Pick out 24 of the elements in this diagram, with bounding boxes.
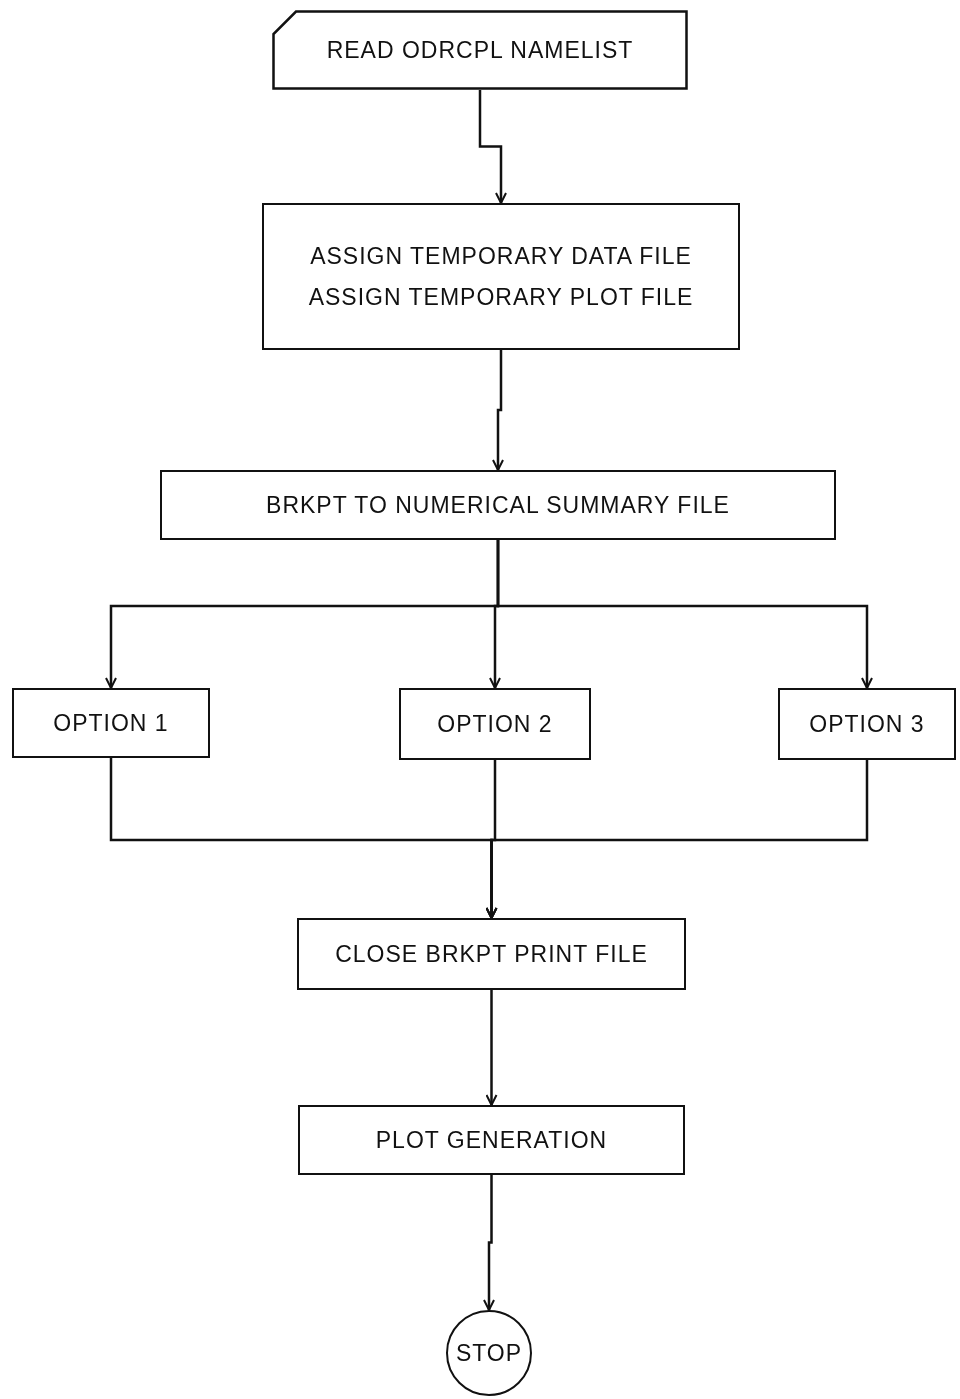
arrow <box>478 90 507 204</box>
node-label: OPTION 2 <box>437 709 553 739</box>
node-label: OPTION 3 <box>809 709 925 739</box>
arrow <box>485 990 498 1106</box>
input-card-shape <box>272 10 688 90</box>
node-label: ASSIGN TEMPORARY DATA FILE <box>310 241 692 271</box>
process-box <box>778 688 956 760</box>
node-label: ASSIGN TEMPORARY PLOT FILE <box>308 282 694 312</box>
node-label: CLOSE BRKPT PRINT FILE <box>335 939 648 969</box>
process-box <box>399 688 591 760</box>
process-box <box>12 688 210 758</box>
node-label: BRKPT TO NUMERICAL SUMMARY FILE <box>266 490 730 520</box>
arrow <box>496 540 873 689</box>
node-label: STOP <box>455 1338 523 1368</box>
process-box <box>262 203 740 350</box>
node-label: OPTION 1 <box>53 708 169 738</box>
arrow <box>483 1175 495 1311</box>
process-box <box>298 1105 685 1175</box>
node-label: READ ODRCPL NAMELIST <box>326 35 634 65</box>
arrow <box>485 760 869 919</box>
process-box <box>160 470 836 540</box>
arrow <box>492 350 504 471</box>
process-box <box>297 918 686 990</box>
node-label: PLOT GENERATION <box>375 1125 608 1155</box>
